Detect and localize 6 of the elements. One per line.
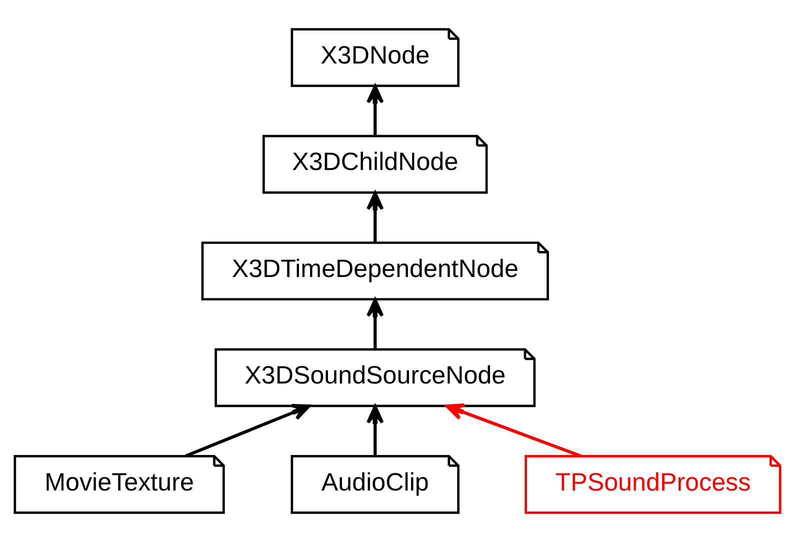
arrow <box>185 403 310 457</box>
arrow <box>445 402 582 457</box>
arrow <box>366 191 384 242</box>
arrow <box>366 404 384 456</box>
arrow <box>366 84 384 135</box>
arrow <box>366 298 384 348</box>
